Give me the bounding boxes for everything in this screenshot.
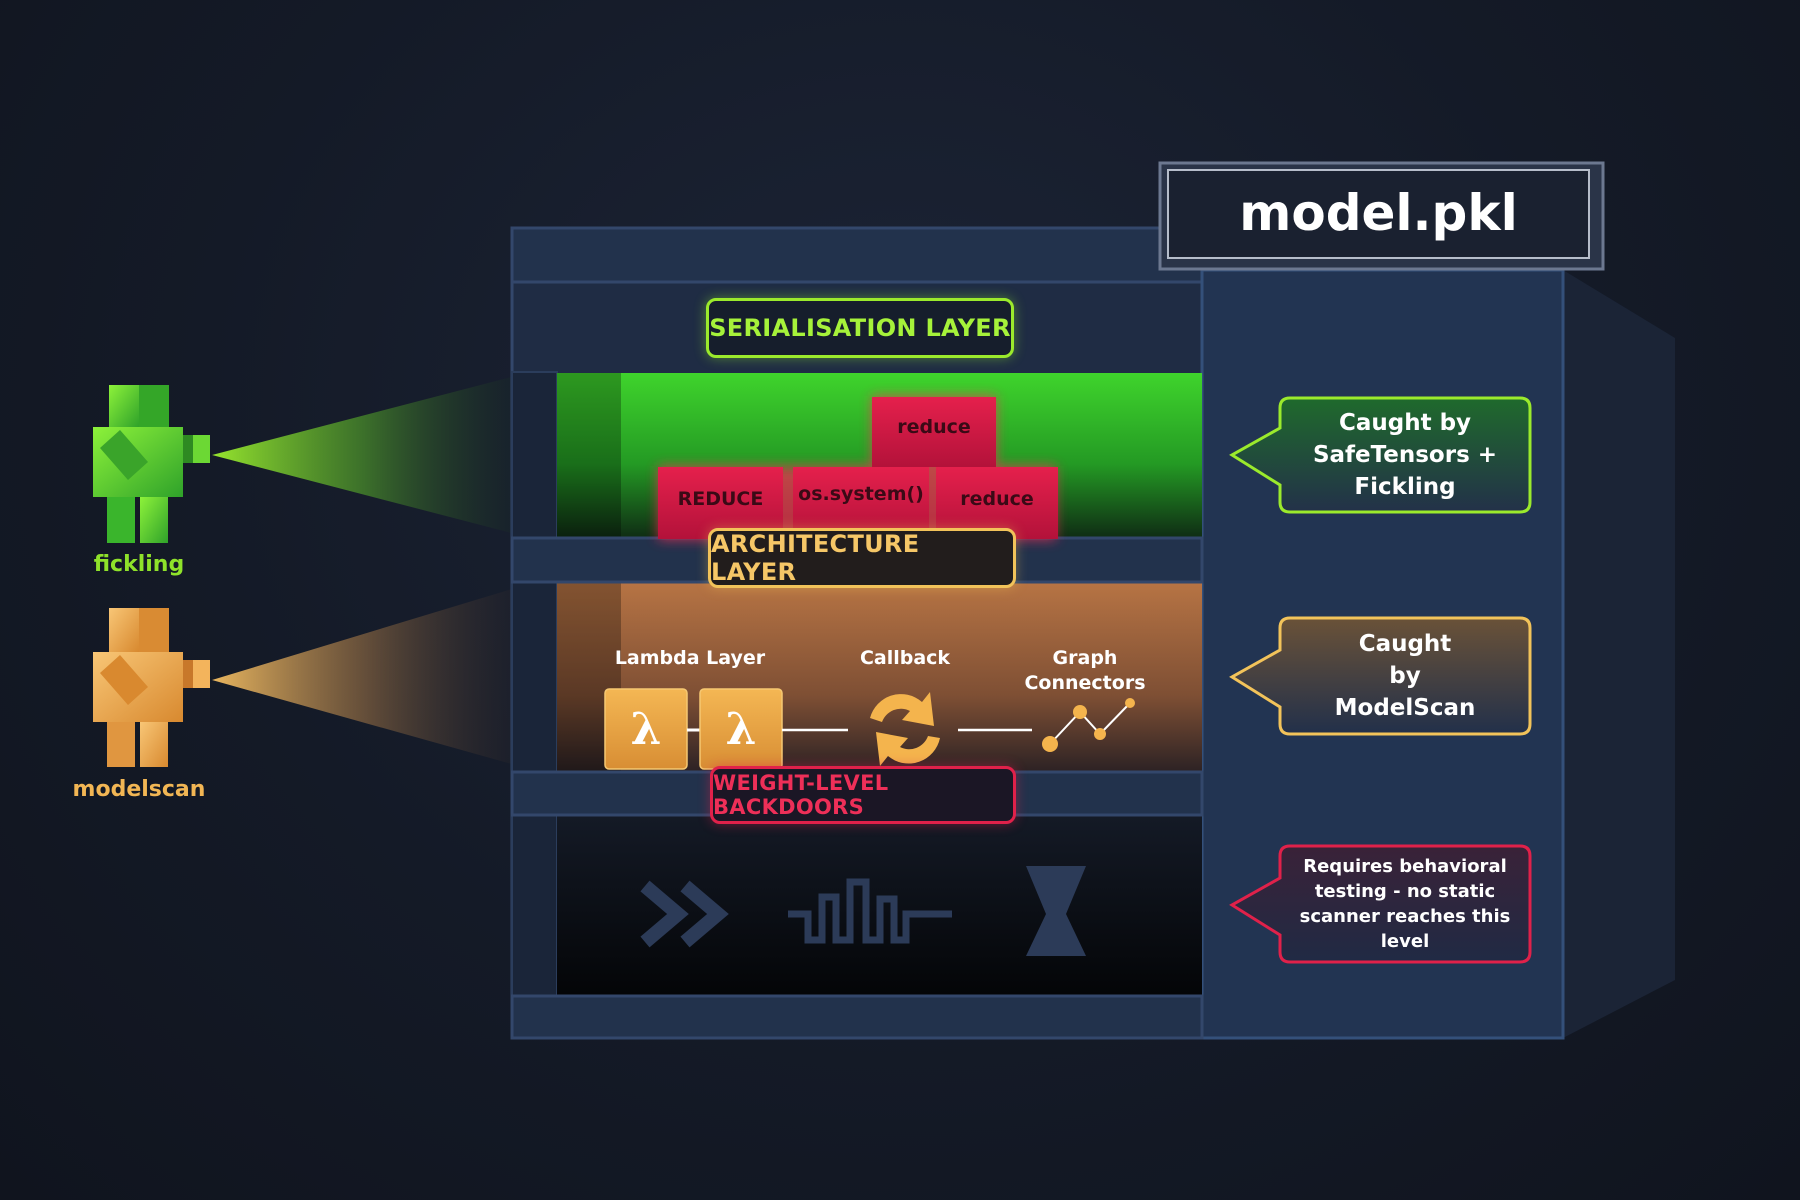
file-tag-inner — [1167, 169, 1590, 259]
callback-label: Callback — [859, 647, 951, 669]
reduce-block-top — [872, 397, 996, 467]
cabinet-left-rail — [511, 371, 558, 997]
callout-architecture-shape — [1229, 616, 1532, 736]
modelscan-figure-icon — [93, 608, 210, 767]
os-system-block-label: os.system() — [798, 483, 924, 505]
reduce-block-left — [658, 467, 783, 539]
modelscan-label: modelscan — [72, 777, 206, 802]
reduce-block-top-label: reduce — [897, 416, 971, 438]
waveform-icon — [788, 878, 952, 944]
lambda-symbol-2: λ — [725, 703, 757, 755]
serialisation-layer-label: SERIALISATION LAYER — [706, 298, 1014, 358]
graph-connectors-label: Graph Connectors — [1024, 647, 1146, 694]
serialisation-band-shade — [557, 373, 621, 538]
cabinet-bottom-shelf — [510, 994, 1204, 1040]
callout-weights-shape — [1229, 844, 1532, 964]
reduce-block-right-label: reduce — [960, 488, 1034, 510]
cabinet-side-face — [1563, 270, 1675, 1038]
hourglass-icon — [1026, 866, 1086, 956]
callout-serialisation-shape — [1229, 396, 1532, 514]
callout-architecture-text: Caught by ModelScan — [1334, 631, 1476, 721]
fast-forward-icon — [640, 880, 729, 948]
reduce-block-left-label: REDUCE — [677, 488, 764, 510]
architecture-layer-label: ARCHITECTURE LAYER — [708, 528, 1016, 588]
modelscan-scan-beam — [212, 588, 515, 765]
callout-weights-text: Requires behavioral testing - no static … — [1299, 856, 1511, 952]
cabinet-top-shelf — [510, 226, 1204, 284]
fickling-label: fickling — [93, 552, 185, 577]
graph-connectors-icon — [1042, 698, 1135, 752]
os-system-block — [793, 467, 929, 539]
fickling-figure-icon — [93, 385, 210, 543]
file-name-title: model.pkl — [1239, 184, 1518, 242]
fickling-scan-beam — [212, 376, 515, 534]
lambda-symbol-1: λ — [630, 703, 662, 755]
lambda-layer-label: Lambda Layer — [614, 647, 766, 669]
weights-layer-label: WEIGHT-LEVEL BACKDOORS — [710, 766, 1016, 824]
reduce-block-right — [936, 467, 1058, 539]
callout-serialisation-text: Caught by SafeTensors + Fickling — [1312, 410, 1498, 500]
callback-icon — [870, 692, 940, 766]
